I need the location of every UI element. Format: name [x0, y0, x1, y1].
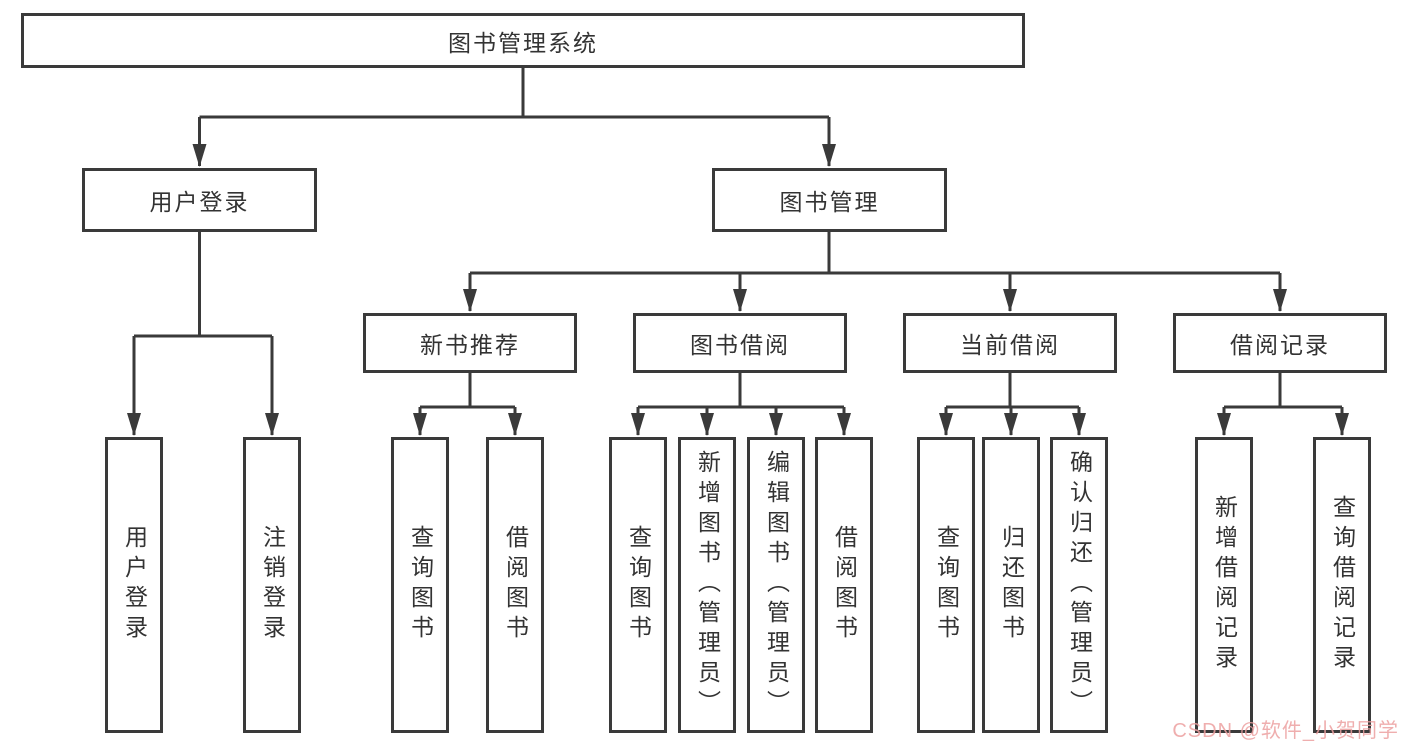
leaf-return-books: 归还图书 [982, 437, 1040, 733]
connector-root-to-level1 [192, 68, 836, 167]
leaf-confirm-return-admin-label: 确认归还（管理员） [1066, 450, 1093, 720]
leaf-confirm-return-admin: 确认归还（管理员） [1050, 437, 1108, 733]
leaf-query-borrow-record: 查询借阅记录 [1313, 437, 1371, 733]
leaf-edit-books-admin: 编辑图书（管理员） [747, 437, 805, 733]
leaf-query-books-borrowing: 查询图书 [609, 437, 667, 733]
connector-user-login-subtree [127, 232, 279, 436]
leaf-edit-books-admin-label: 编辑图书（管理员） [763, 450, 790, 720]
leaf-user-login-label: 用户登录 [121, 525, 148, 645]
leaf-query-borrow-record-label: 查询借阅记录 [1329, 495, 1356, 675]
leaf-query-books-recommend-label: 查询图书 [407, 525, 434, 645]
leaf-borrow-books-label: 借阅图书 [831, 525, 858, 645]
connector-book-borrowing-subtree [631, 373, 851, 436]
connector-new-book-recommend-subtree [413, 373, 522, 436]
node-borrowing-records-label: 借阅记录 [1230, 332, 1330, 358]
leaf-borrow-books: 借阅图书 [815, 437, 873, 733]
node-book-management: 图书管理 [712, 168, 947, 232]
csdn-watermark: CSDN @软件_小贺同学 [1172, 720, 1399, 742]
node-root-label: 图书管理系统 [448, 29, 598, 56]
node-book-management-label: 图书管理 [779, 189, 880, 215]
node-user-login: 用户登录 [82, 168, 317, 232]
connector-current-borrowing-subtree [939, 373, 1086, 436]
leaf-borrow-books-recommend-label: 借阅图书 [502, 525, 529, 645]
node-user-login-label: 用户登录 [149, 189, 250, 215]
leaf-add-borrow-record: 新增借阅记录 [1195, 437, 1253, 733]
leaf-logout-login: 注销登录 [243, 437, 301, 733]
node-new-book-recommend-label: 新书推荐 [420, 332, 520, 358]
leaf-query-books-recommend: 查询图书 [391, 437, 449, 733]
node-current-borrowing: 当前借阅 [903, 313, 1117, 373]
leaf-user-login: 用户登录 [105, 437, 163, 733]
leaf-add-borrow-record-label: 新增借阅记录 [1211, 495, 1238, 675]
leaf-add-books-admin-label: 新增图书（管理员） [694, 450, 721, 720]
leaf-query-books-current-label: 查询图书 [933, 525, 960, 645]
connector-book-management-to-level2 [463, 232, 1287, 312]
leaf-return-books-label: 归还图书 [998, 525, 1025, 645]
leaf-query-books-borrowing-label: 查询图书 [625, 525, 652, 645]
node-current-borrowing-label: 当前借阅 [960, 332, 1060, 358]
leaf-logout-login-label: 注销登录 [259, 525, 286, 645]
leaf-add-books-admin: 新增图书（管理员） [678, 437, 736, 733]
connector-borrowing-records-subtree [1217, 373, 1349, 436]
node-book-borrowing: 图书借阅 [633, 313, 847, 373]
node-root: 图书管理系统 [21, 13, 1025, 68]
node-book-borrowing-label: 图书借阅 [690, 332, 790, 358]
leaf-borrow-books-recommend: 借阅图书 [486, 437, 544, 733]
node-new-book-recommend: 新书推荐 [363, 313, 577, 373]
node-borrowing-records: 借阅记录 [1173, 313, 1387, 373]
leaf-query-books-current: 查询图书 [917, 437, 975, 733]
